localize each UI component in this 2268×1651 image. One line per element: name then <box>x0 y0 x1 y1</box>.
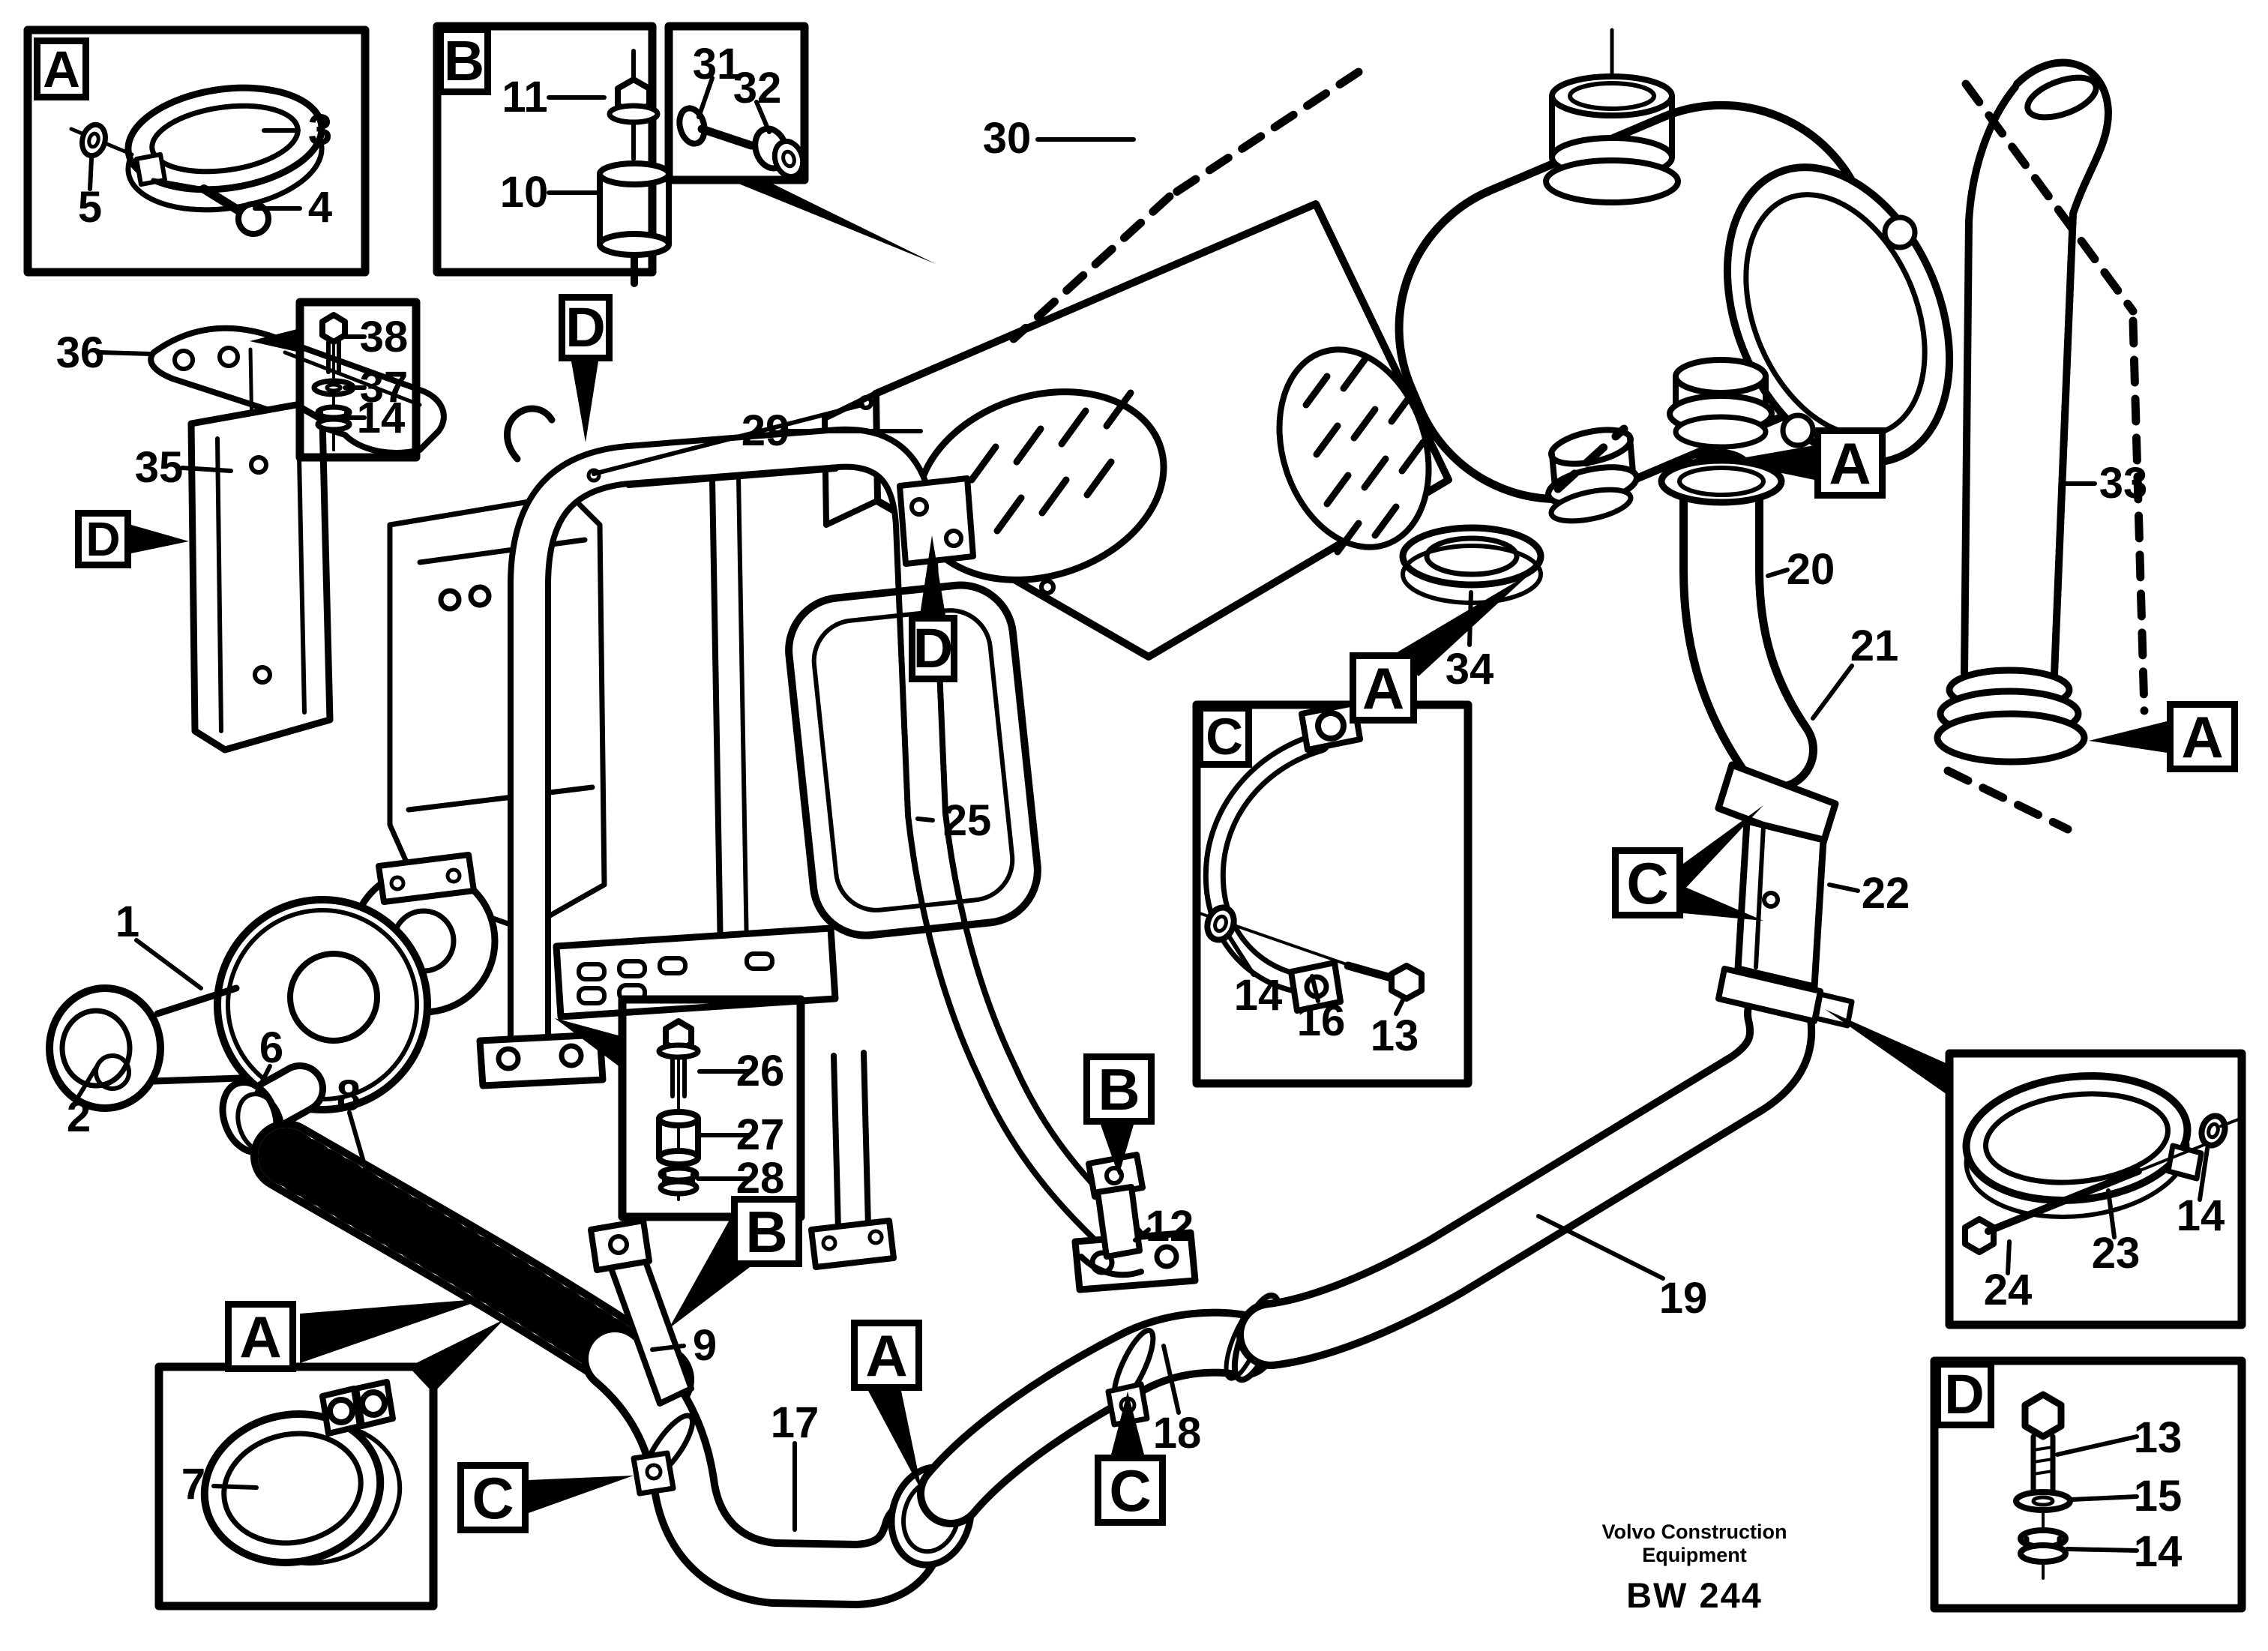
footer-company-line1: Volvo Construction <box>1601 1521 1787 1543</box>
inset-d-fasteners <box>2013 1391 2073 1580</box>
inset-c-clamp-bracket <box>1198 700 1425 1014</box>
turbocharger-1 <box>46 852 499 1140</box>
inset-38-37-14-fasteners <box>311 312 356 451</box>
support-frame-25 <box>476 405 1199 1293</box>
rear-exhaust-pipe-19 <box>1236 979 1816 1369</box>
pipe-shield-22 <box>1715 817 1855 1029</box>
inset-23-24-clamp <box>1962 1071 2242 1255</box>
footer: Volvo Construction Equipment BW 244 <box>1567 1521 1822 1616</box>
callout-arrows <box>131 361 2167 1513</box>
heat-shield-29 <box>822 67 1628 661</box>
front-exhaust-pipe-17 <box>581 1325 948 1608</box>
footer-company-line2: Equipment <box>1642 1544 1747 1567</box>
inset-pointer-tails <box>250 178 1949 1393</box>
tail-pipe-20 <box>1658 449 1817 792</box>
muffler-30 <box>1395 28 1954 524</box>
footer-drawing-code: BW 244 <box>1626 1575 1763 1616</box>
exhaust-stack-33 <box>1934 58 2149 834</box>
inset-26-27-28-fasteners <box>656 1018 701 1201</box>
mid-exhaust-pipe-18 <box>917 1308 1277 1527</box>
seal-ring-34 <box>1399 524 1544 605</box>
inset-a-clamp <box>69 84 325 237</box>
inset-frames <box>23 22 2246 1613</box>
bracket-9 <box>588 1218 694 1407</box>
inset-31-32-bolt-spacer <box>676 105 806 179</box>
inset-b-mount <box>597 49 672 287</box>
inset-7-clamp <box>200 1379 403 1566</box>
